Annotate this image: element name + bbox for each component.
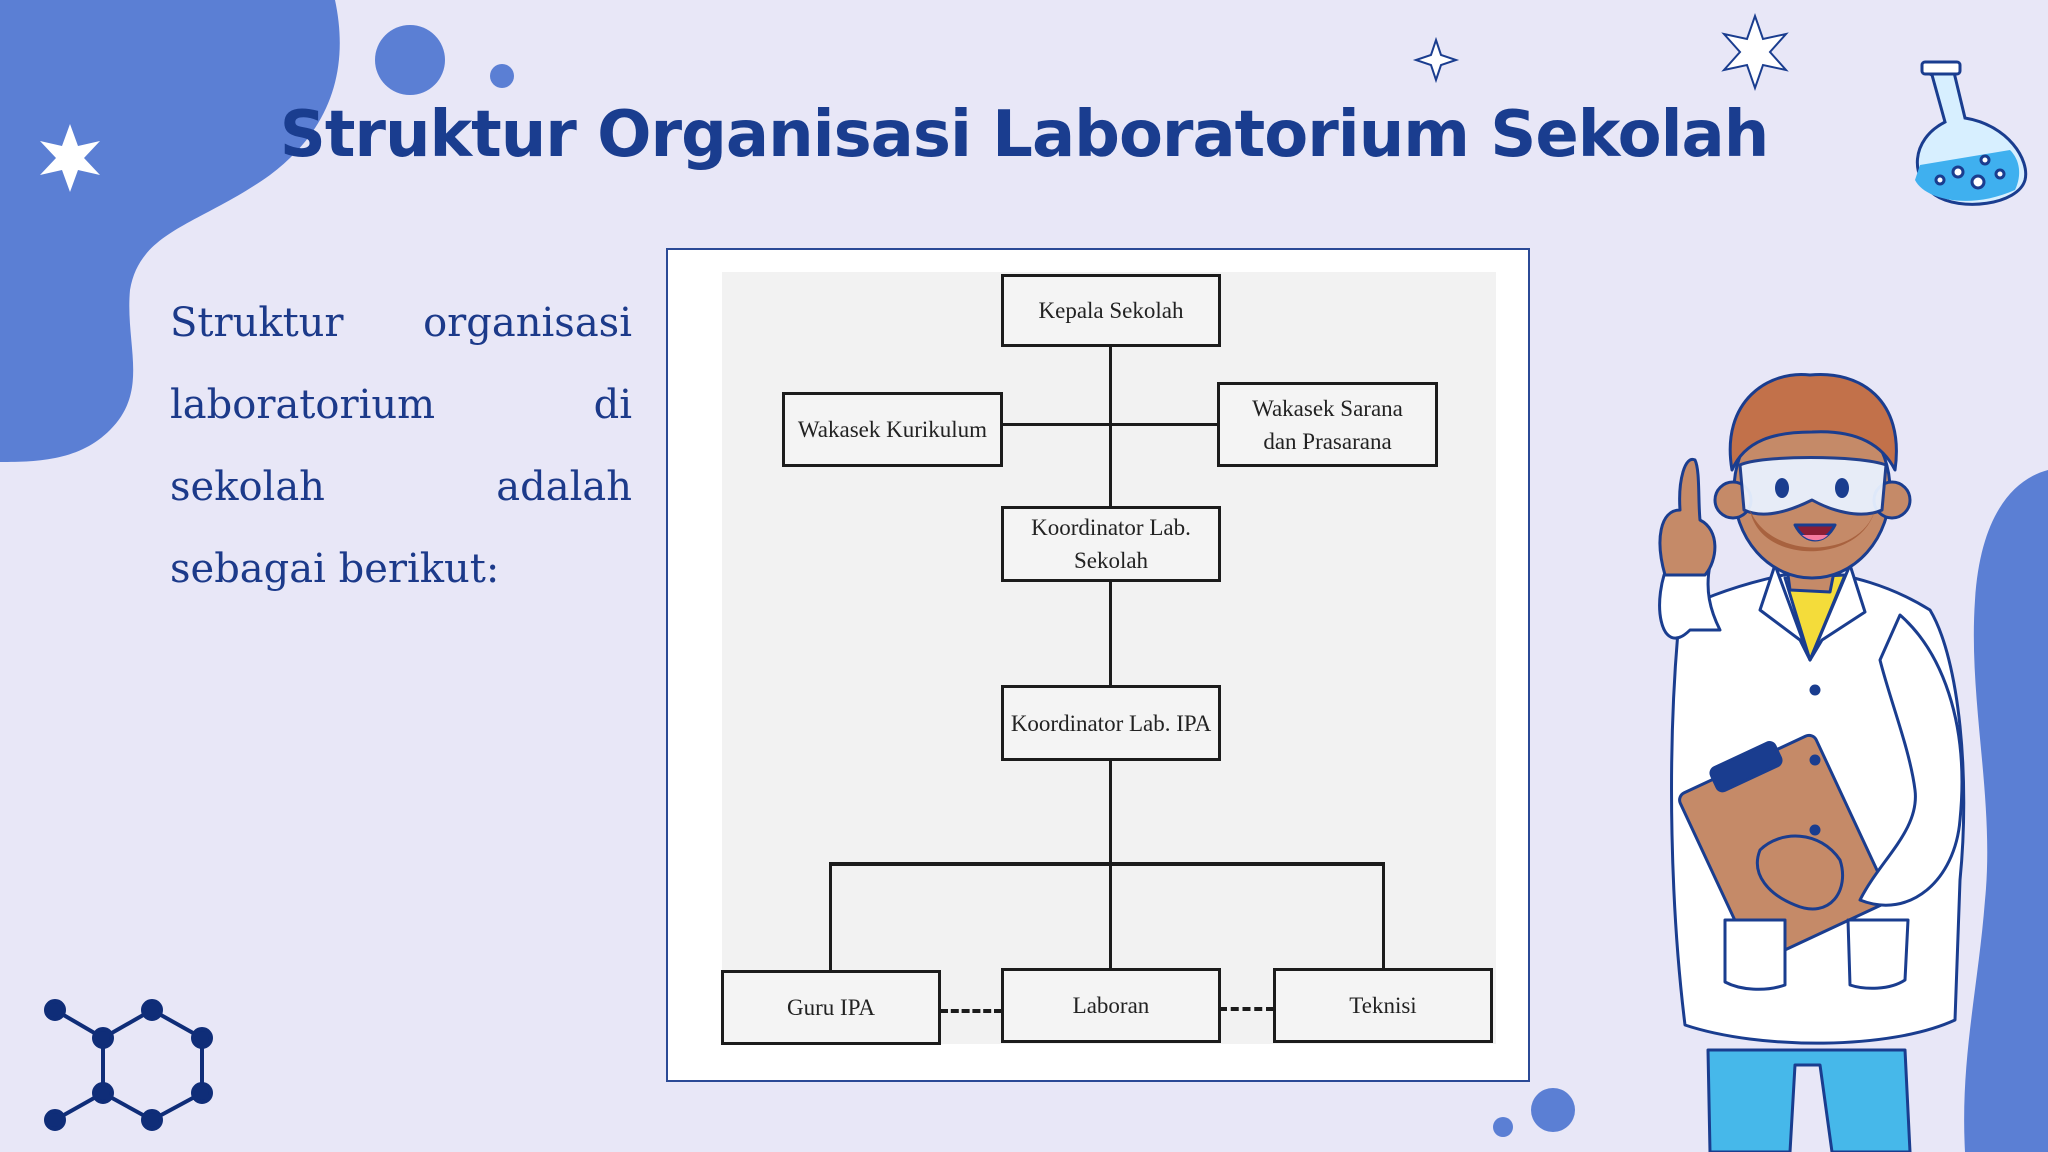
edge-staff-bar (829, 862, 1385, 866)
node-wakasek-sarana: Wakasek Sarana dan Prasarana (1217, 382, 1438, 467)
pants (1706, 1048, 1912, 1152)
top-left-blob (0, 0, 340, 462)
circle-small-top (490, 64, 514, 88)
edge-teknisi-drop (1382, 862, 1385, 970)
hair (1728, 372, 1898, 472)
edge-wakasek-bar (1000, 423, 1220, 426)
edge-guru-drop (829, 862, 832, 970)
sparkle-icon (1412, 36, 1460, 84)
circle-small-bottom (1493, 1117, 1513, 1137)
sparkle-icon (40, 124, 100, 192)
right-blob (1964, 470, 2048, 1152)
flask-icon (1915, 60, 2028, 206)
edge-koordinator-link (1109, 580, 1112, 685)
circle-large-top (375, 25, 445, 95)
molecule-icon (44, 999, 213, 1131)
node-koordinator-lab-sekolah: Koordinator Lab. Sekolah (1001, 506, 1221, 582)
slide-title: Struktur Organisasi Laboratorium Sekolah (279, 98, 1770, 172)
node-wakasek-kurikulum: Wakasek Kurikulum (782, 392, 1003, 467)
node-teknisi: Teknisi (1273, 968, 1493, 1043)
hand-pointing (1658, 457, 1717, 577)
edge-laboran-teknisi-dashed (1219, 1007, 1274, 1011)
sparkle-icon (1721, 12, 1789, 92)
node-laboran: Laboran (1001, 968, 1221, 1043)
node-guru-ipa: Guru IPA (721, 970, 941, 1045)
node-kepala-sekolah: Kepala Sekolah (1001, 274, 1221, 347)
edge-guru-laboran-dashed (940, 1009, 1002, 1013)
intro-paragraph: Struktur organisasi laboratorium di seko… (170, 300, 632, 592)
node-koordinator-lab-ipa: Koordinator Lab. IPA (1001, 685, 1221, 761)
circle-large-bottom (1531, 1088, 1575, 1132)
scientist-illustration (1658, 372, 1966, 1152)
goggles (1738, 456, 1888, 516)
